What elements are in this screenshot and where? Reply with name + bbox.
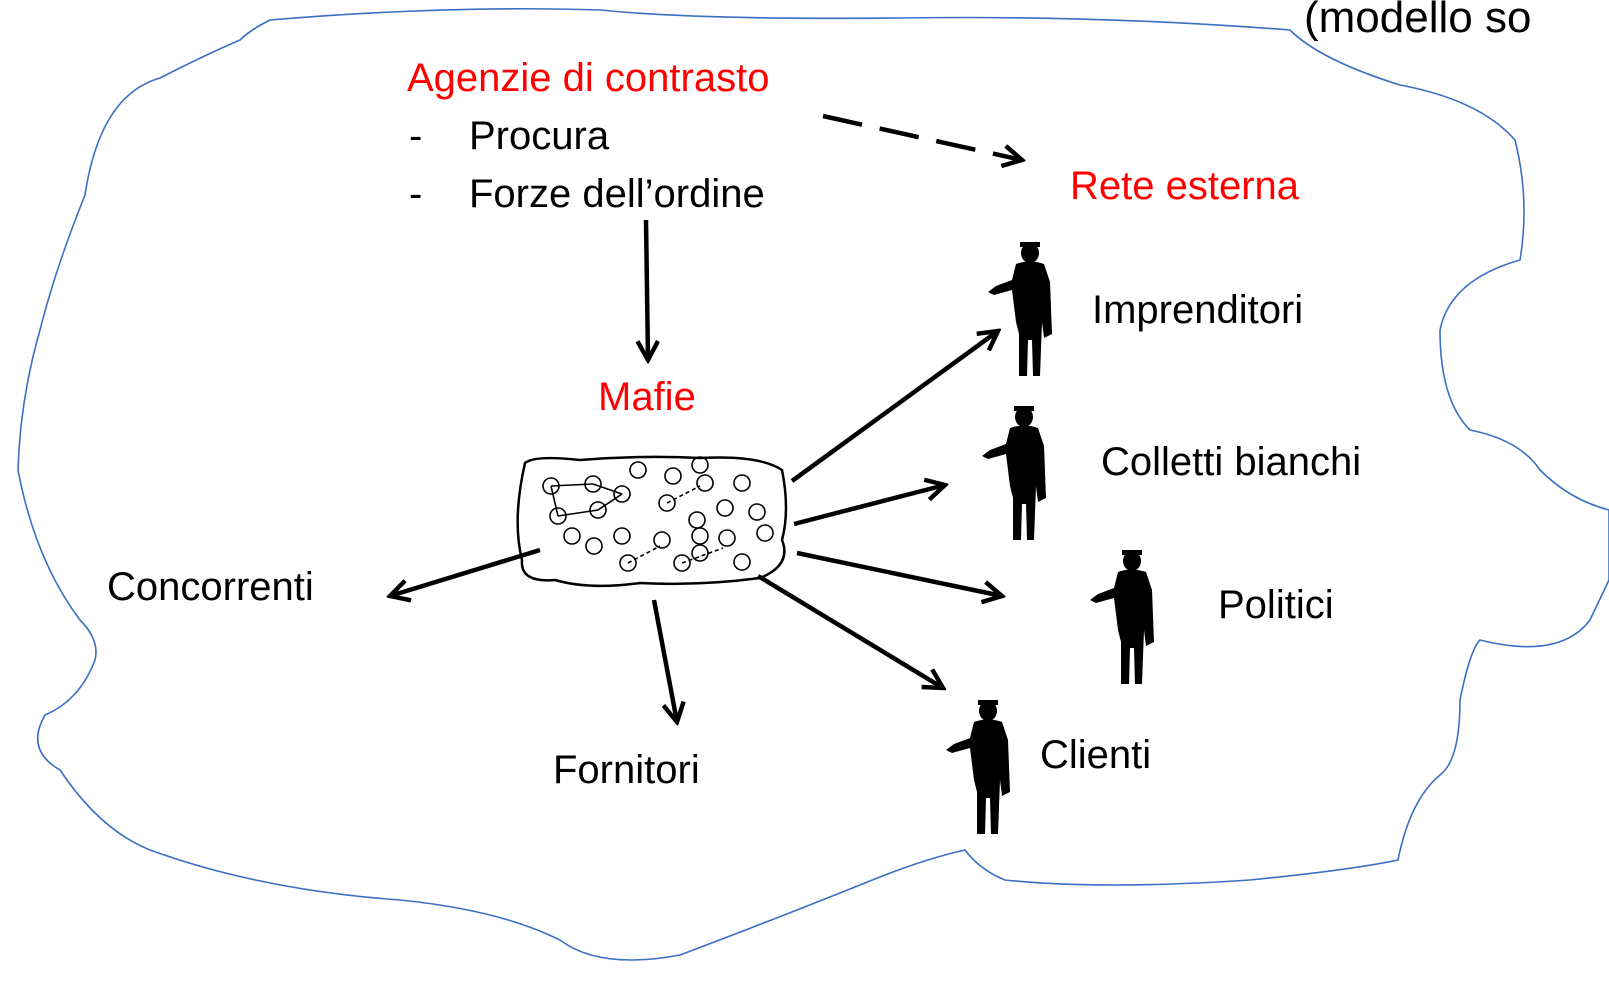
external-network-title: Rete esterna: [1070, 164, 1300, 208]
arrow-to-politici: [796, 550, 1002, 596]
actor-imprenditori: Imprenditori: [1092, 288, 1304, 332]
competitors-label: Concorrenti: [107, 565, 314, 609]
actor-colletti-bianchi: Colletti bianchi: [1101, 440, 1362, 484]
actor-politici: Politici: [1218, 583, 1334, 627]
actor-clienti: Clienti: [1040, 733, 1152, 777]
arrow-to-imprenditori: [790, 331, 998, 483]
arrow-to-clienti: [756, 574, 943, 688]
bullet-dash: -: [409, 172, 423, 216]
person-silhouette-icon: [946, 700, 1010, 834]
arrow-agencies-to-mafie: [646, 219, 648, 360]
agencies-title: Agenzie di contrasto: [407, 56, 770, 100]
arrow-to-concorrenti: [390, 547, 541, 596]
agency-item-forze: Forze dell’ordine: [469, 172, 765, 216]
agency-item-procura: Procura: [469, 114, 610, 158]
mafie-label: Mafie: [598, 375, 696, 419]
suppliers-label: Fornitori: [553, 748, 700, 792]
arrow-to-colletti: [793, 485, 945, 527]
outer-boundary: [17, 7, 1609, 961]
person-silhouette-icon: [982, 406, 1046, 540]
corner-partial-title: (modello so: [1304, 0, 1532, 42]
arrow-agencies-to-rete: [822, 113, 1022, 160]
person-silhouette-icon: [988, 242, 1052, 376]
person-silhouette-icon: [1090, 550, 1154, 684]
network-blob-icon: [516, 455, 788, 588]
bullet-dash: -: [409, 114, 423, 158]
arrow-to-fornitori: [651, 599, 677, 722]
